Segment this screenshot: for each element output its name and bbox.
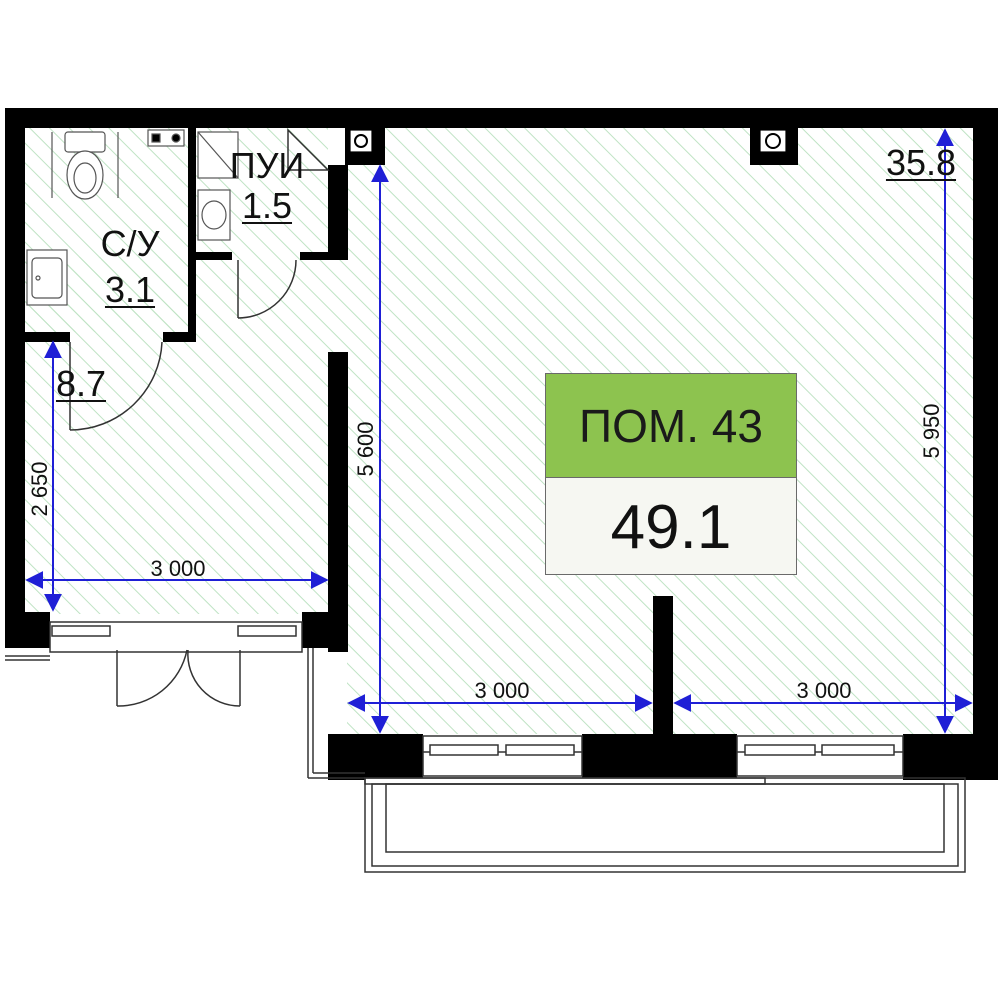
dimension-hall-width: 3 000 [150,556,206,581]
main-room-area: 35.8 [885,142,957,183]
windows [5,621,904,777]
walls [5,108,998,780]
bathroom-name: С/У [100,223,160,264]
sink-icon [197,189,231,241]
utility-name: ПУИ [229,145,305,186]
hall-area: 8.7 [55,363,107,404]
dimension-main-left-height: 5 600 [353,421,378,477]
utility-area: 1.5 [241,185,293,226]
fixtures [26,129,787,306]
bathroom-area: 3.1 [104,269,156,310]
balcony [307,648,966,873]
premises-total-area: 49.1 [610,492,732,562]
shower-icon [197,131,239,179]
sink-icon [26,249,68,306]
room-label-bathroom: С/У 3.1 [90,226,170,308]
toilet-icon [51,131,119,200]
dimension-main-width-right: 3 000 [796,678,852,703]
doors [69,128,330,707]
dimension-lines [25,128,973,734]
premises-title: ПОМ. 43 [546,374,796,478]
dimension-hall-height: 2 650 [27,461,52,517]
stove-icon [147,129,185,147]
dimension-main-width-left: 3 000 [474,678,530,703]
dimension-main-right-height: 5 950 [919,403,944,459]
room-label-utility: ПУИ 1.5 [222,148,312,224]
ventilation-icon [349,129,787,153]
premises-badge: ПОМ. 43 49.1 [545,373,797,575]
